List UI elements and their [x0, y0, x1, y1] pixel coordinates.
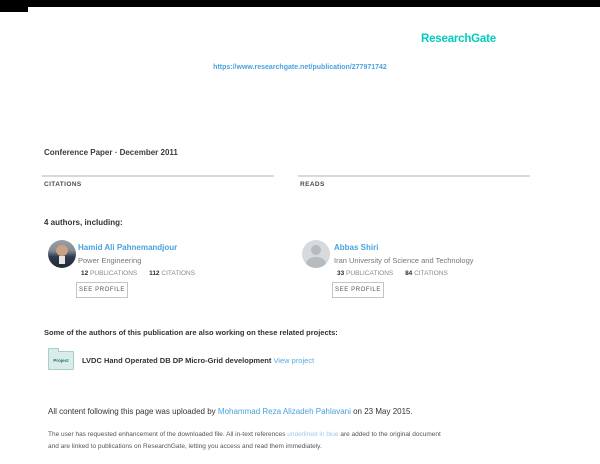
enhancement-note-line2: and are linked to publications on Resear…: [48, 443, 322, 450]
publications-count: 33: [337, 270, 345, 277]
view-project-link[interactable]: View project: [273, 356, 315, 365]
see-profile-button[interactable]: SEE PROFILE: [76, 282, 128, 298]
project-badge-label: Project: [53, 358, 69, 363]
author-card: Abbas Shiri Iran University of Science a…: [302, 240, 542, 300]
right-divider-rule: [298, 175, 530, 177]
left-divider-rule: [42, 175, 274, 177]
author-name-link[interactable]: Hamid Ali Pahnemandjour: [78, 243, 178, 252]
avatar-face-shape: [56, 245, 68, 256]
folder-tab-shape: [48, 348, 59, 352]
author-stats: 33 PUBLICATIONS 84 CITATIONS: [337, 270, 448, 277]
author-avatar-photo[interactable]: [48, 240, 76, 268]
citations-label: CITATIONS: [44, 181, 82, 188]
citations-count: 112: [149, 270, 160, 277]
reads-label: READS: [300, 181, 325, 188]
top-left-corner-mark: [0, 0, 28, 12]
top-border-bar: [0, 0, 600, 7]
publication-url-link[interactable]: https://www.researchgate.net/publication…: [213, 64, 387, 71]
author-card: Hamid Ali Pahnemandjour Power Engineerin…: [48, 240, 288, 300]
note-part2: are added to the original document: [340, 431, 441, 438]
publications-count: 12: [81, 270, 89, 277]
author-affiliation: Iran University of Science and Technolog…: [334, 256, 474, 265]
upload-info-suffix: on 23 May 2015.: [353, 407, 413, 416]
authors-heading: 4 authors, including:: [44, 218, 123, 227]
avatar-head-shape: [311, 245, 321, 255]
publication-meta: Conference Paper · December 2011: [44, 148, 178, 157]
publications-label: PUBLICATIONS: [90, 270, 138, 277]
citations-label: CITATIONS: [414, 270, 448, 277]
researchgate-logo: ResearchGate: [421, 33, 496, 45]
citations-label: CITATIONS: [161, 270, 196, 277]
avatar-shirt-shape: [59, 256, 65, 264]
see-profile-button[interactable]: SEE PROFILE: [332, 282, 384, 298]
enhancement-note-line1: The user has requested enhancement of th…: [48, 429, 441, 441]
related-projects-heading: Some of the authors of this publication …: [44, 328, 338, 337]
citations-count: 84: [405, 270, 413, 277]
project-name: LVDC Hand Operated DB DP Micro-Grid deve…: [82, 356, 272, 365]
project-row: LVDC Hand Operated DB DP Micro-Grid deve…: [82, 356, 314, 365]
underlined-in-blue-link: underlined in blue: [287, 431, 339, 438]
enhancement-note: The user has requested enhancement of th…: [48, 429, 441, 453]
author-name-link[interactable]: Abbas Shiri: [334, 243, 379, 252]
author-stats: 12 PUBLICATIONS 112 CITATIONS: [81, 270, 195, 277]
uploader-link[interactable]: Mohammad Reza Alizadeh Pahlavani: [217, 407, 351, 416]
note-part1: The user has requested enhancement of th…: [48, 431, 286, 438]
publications-label: PUBLICATIONS: [346, 270, 394, 277]
upload-info-prefix: All content following this page was uplo…: [48, 407, 216, 416]
project-folder-icon: Project: [48, 348, 74, 370]
author-avatar-placeholder[interactable]: [302, 240, 330, 268]
upload-info: All content following this page was uplo…: [48, 407, 413, 416]
avatar-body-shape: [306, 257, 326, 268]
author-affiliation: Power Engineering: [78, 256, 142, 265]
